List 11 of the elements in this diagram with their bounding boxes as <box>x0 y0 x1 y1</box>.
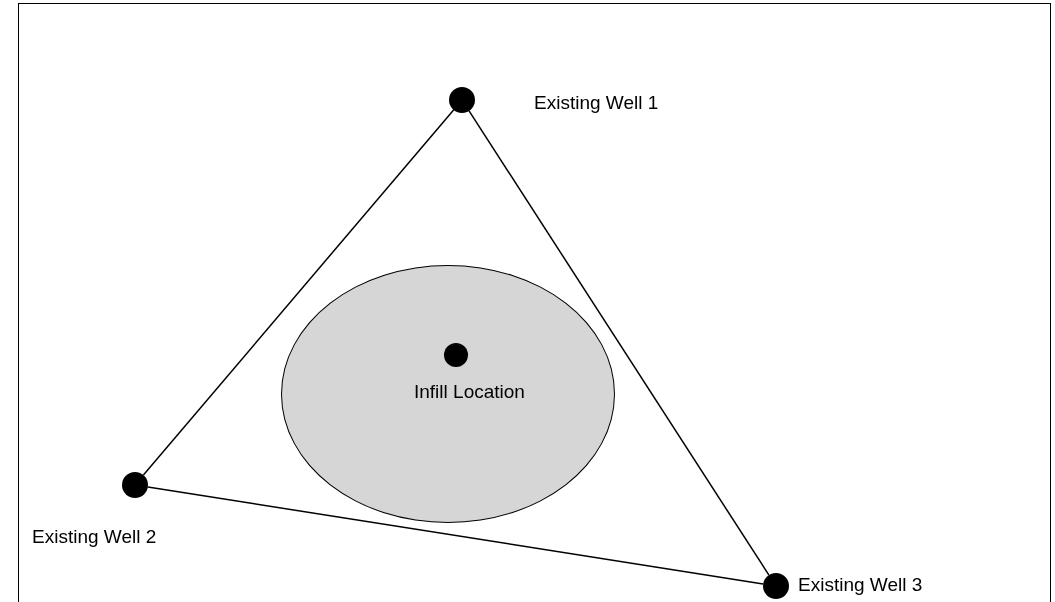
well-label: Infill Location <box>414 381 525 403</box>
connector-line <box>468 110 770 576</box>
well-label: Existing Well 1 <box>534 92 659 114</box>
connector-line <box>142 109 455 476</box>
well-dot <box>444 343 468 367</box>
well-dot <box>763 573 789 599</box>
well-dot <box>449 87 475 113</box>
well-label: Existing Well 3 <box>798 574 923 596</box>
well-label: Existing Well 2 <box>32 526 157 548</box>
connector-line <box>147 486 764 585</box>
well-dot <box>122 472 148 498</box>
